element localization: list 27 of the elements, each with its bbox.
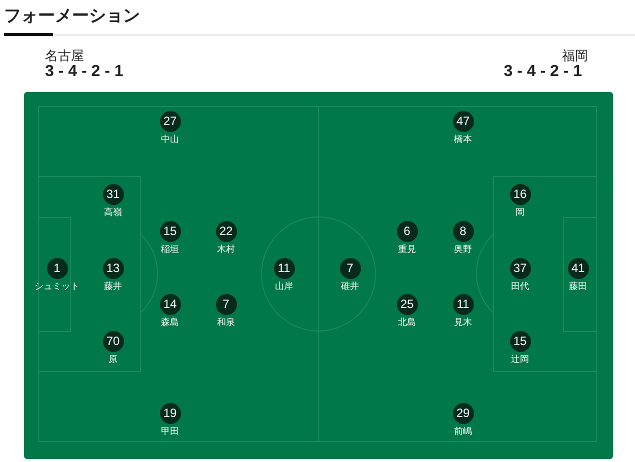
player-name: 稲垣	[161, 244, 179, 255]
section-title: フォーメーション	[4, 5, 140, 27]
formation-text: 3 - 4 - 2 - 1	[504, 63, 582, 81]
player-name: 見木	[454, 317, 472, 328]
team-name: 福岡	[562, 47, 588, 65]
team-name: 名古屋	[45, 47, 84, 64]
player-name: 重見	[398, 244, 416, 255]
player-name: 森島	[161, 317, 179, 328]
player-name: 木村	[217, 244, 235, 255]
formation-text: 3 - 4 - 2 - 1	[45, 63, 124, 81]
player-name: 田代	[511, 281, 529, 292]
player-name: シュミット	[34, 281, 80, 292]
player-name: 中山	[161, 134, 179, 145]
player-name: 藤井	[104, 281, 122, 292]
player-name: 橋本	[454, 134, 472, 145]
player-name: 碓井	[341, 281, 359, 292]
player-name: 山岸	[275, 281, 293, 292]
player-name: 北島	[398, 317, 416, 328]
player-name: 藤田	[569, 281, 587, 292]
player-name: 岡	[516, 207, 524, 218]
player-name: 前嶋	[454, 426, 472, 437]
player-name: 高嶺	[104, 207, 122, 218]
player-name: 和泉	[217, 317, 235, 328]
player-name: 原	[108, 354, 118, 365]
player-name: 辻岡	[511, 354, 529, 365]
player-name: 甲田	[161, 426, 179, 437]
player-name: 奥野	[454, 244, 472, 255]
